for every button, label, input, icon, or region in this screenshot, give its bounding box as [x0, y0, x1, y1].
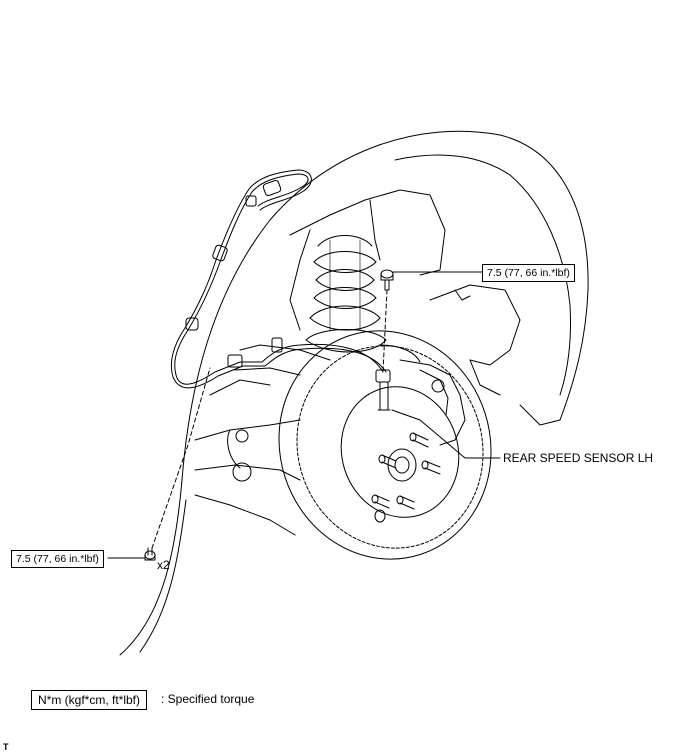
wheel-housing [119, 130, 589, 656]
callout-leaders [107, 271, 501, 559]
bracket-bolt-lower [144, 547, 156, 561]
sensor-harness [170, 169, 387, 389]
installation-guide-lines [151, 289, 388, 549]
torque-callout-lower: 7.5 (77, 66 in.*lbf) [11, 550, 104, 568]
sensor-bolt-upper [380, 269, 394, 291]
brake-caliper [379, 344, 466, 446]
strut-tower [289, 189, 521, 396]
legend-description: : Specified torque [161, 692, 255, 706]
suspension-arm [194, 344, 331, 536]
legend-unit-box: N*m (kgf*cm, ft*lbf) [31, 690, 148, 710]
corner-mark: T [3, 742, 9, 752]
part-label-rear-speed-sensor: REAR SPEED SENSOR LH [503, 451, 654, 465]
brake-disc [278, 330, 492, 560]
hub-bolts [371, 432, 441, 523]
quantity-label: x2 [157, 558, 170, 572]
torque-callout-upper: 7.5 (77, 66 in.*lbf) [482, 264, 575, 282]
coil-spring [305, 235, 387, 353]
